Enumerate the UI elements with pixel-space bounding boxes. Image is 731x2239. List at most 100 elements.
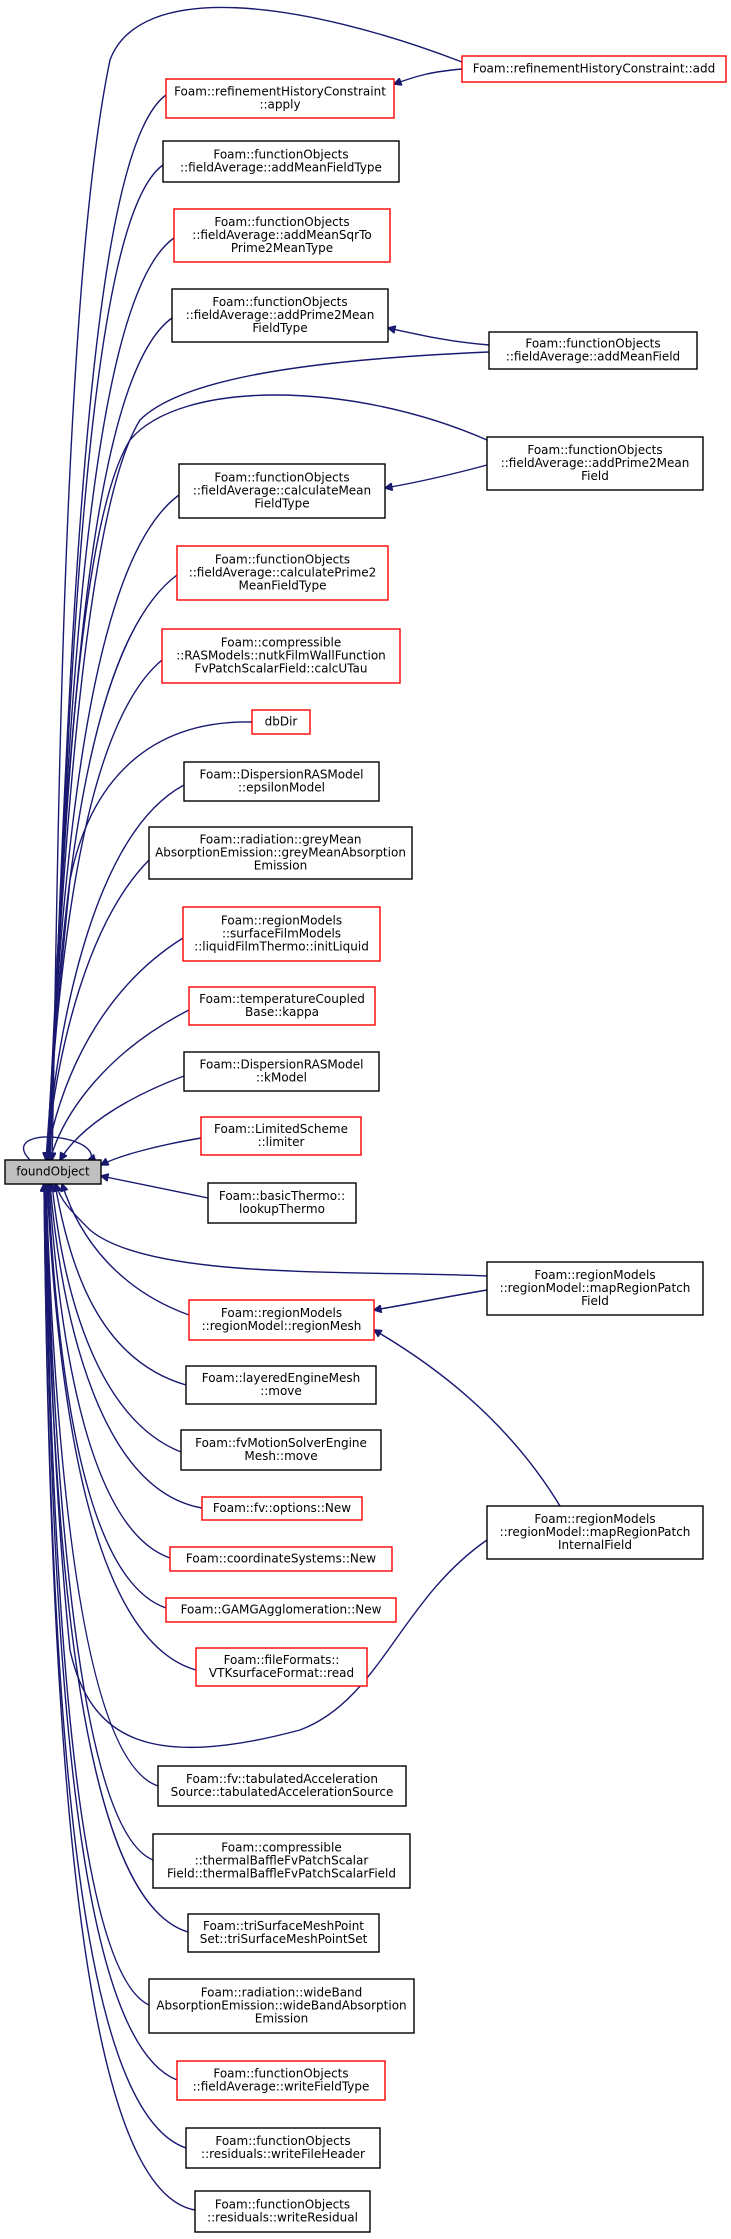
node-box xyxy=(165,1597,397,1623)
node-label-line: Foam::functionObjects xyxy=(215,553,350,567)
node-label-line: InternalField xyxy=(558,1538,632,1552)
node-label-line: ::fieldAverage::calculatePrime2 xyxy=(189,566,377,580)
edge-n_regionMesh xyxy=(62,1184,190,1316)
node-label-line: Foam::basicThermo:: xyxy=(219,1189,345,1203)
node-label-line: Foam::compressible xyxy=(221,636,341,650)
edge-n_addPrime2MeanField xyxy=(48,394,488,1160)
node-label-line: Foam::functionObjects xyxy=(214,215,349,229)
edge-mapRegionPatchInternal->regionMesh xyxy=(374,1330,561,1507)
node-box xyxy=(195,1647,368,1687)
node-label-line: Foam::fv::tabulatedAcceleration xyxy=(186,1772,378,1786)
node-box xyxy=(176,545,389,601)
node-label-line: foundObject xyxy=(16,1165,90,1179)
node-mapRegionPatchField[interactable]: Foam::regionModels::regionModel::mapRegi… xyxy=(486,1261,704,1316)
node-label-line: Foam::regionModels xyxy=(534,1512,655,1526)
node-box xyxy=(165,78,395,119)
node-addPrime2MeanFieldType[interactable]: Foam::functionObjects::fieldAverage::add… xyxy=(171,288,389,343)
node-label-line: Base::kappa xyxy=(245,1005,319,1019)
edge-n_calculateMean xyxy=(47,494,180,1160)
node-layeredMove[interactable]: Foam::layeredEngineMesh::move xyxy=(185,1365,377,1405)
node-calcUTau[interactable]: Foam::compressible::RASModels::nutkFilmW… xyxy=(161,628,401,684)
node-label-line: ::fieldAverage::addPrime2Mean xyxy=(501,456,690,470)
node-label-line: ::thermalBaffleFvPatchScalar xyxy=(195,1854,369,1868)
node-regionMesh[interactable]: Foam::regionModels::regionModel::regionM… xyxy=(188,1299,375,1341)
node-initLiquid[interactable]: Foam::regionModels::surfaceFilmModels::l… xyxy=(182,906,381,962)
node-label-line: Foam::fv::options::New xyxy=(213,1501,351,1515)
node-label-line: Foam::functionObjects xyxy=(215,2198,350,2212)
node-box xyxy=(200,1116,362,1156)
node-limiter[interactable]: Foam::LimitedScheme::limiter xyxy=(200,1116,362,1156)
node-calculateMean[interactable]: Foam::functionObjects::fieldAverage::cal… xyxy=(178,463,386,519)
node-mapRegionPatchInternal[interactable]: Foam::regionModels::regionModel::mapRegi… xyxy=(486,1505,704,1560)
node-addMeanField[interactable]: Foam::functionObjects::fieldAverage::add… xyxy=(488,331,698,370)
node-greyMean[interactable]: Foam::radiation::greyMeanAbsorptionEmiss… xyxy=(148,826,413,880)
node-label-line: FieldType xyxy=(254,497,309,511)
edge-n_tabulated xyxy=(46,1184,159,1787)
edge-n_kModel xyxy=(60,1075,185,1160)
node-triSurface[interactable]: Foam::triSurfaceMeshPointSet::triSurface… xyxy=(187,1913,380,1953)
node-label-line: lookupThermo xyxy=(239,1202,325,1216)
node-label-line: Foam::refinementHistoryConstraint xyxy=(174,85,386,99)
node-label-line: Foam::refinementHistoryConstraint::add xyxy=(473,62,716,76)
node-label-line: Emission xyxy=(255,2012,308,2026)
node-label-line: ::regionModel::regionMesh xyxy=(202,1319,362,1333)
node-writeFileHeader[interactable]: Foam::functionObjects::residuals::writeF… xyxy=(185,2127,381,2169)
node-box xyxy=(169,1546,393,1572)
node-writeFieldType[interactable]: Foam::functionObjects::fieldAverage::wri… xyxy=(176,2060,386,2101)
node-dbDir[interactable]: dbDir xyxy=(251,709,311,735)
node-label-line: FieldType xyxy=(252,321,307,335)
node-optionsNew[interactable]: Foam::fv::options::New xyxy=(201,1496,363,1521)
edge-n_coordNew xyxy=(49,1184,171,1559)
edge-n_greyMean xyxy=(46,859,150,1160)
node-box xyxy=(183,1051,380,1092)
node-tabulated[interactable]: Foam::fv::tabulatedAccelerationSource::t… xyxy=(157,1765,407,1807)
node-lookupThermo[interactable]: Foam::basicThermo::lookupThermo xyxy=(207,1182,357,1224)
edge-self xyxy=(22,1136,92,1160)
edge-n_limiter xyxy=(101,1137,202,1165)
edge-n_initLiquid xyxy=(46,937,184,1160)
node-box xyxy=(188,986,376,1026)
node-writeResidual[interactable]: Foam::functionObjects::residuals::writeR… xyxy=(194,2190,371,2233)
node-label-line: ::limiter xyxy=(258,1135,305,1149)
node-box xyxy=(4,1159,102,1185)
node-gamgNew[interactable]: Foam::GAMGAgglomeration::New xyxy=(165,1597,397,1623)
edge-n_layeredMove xyxy=(55,1184,187,1386)
node-label-line: Foam::layeredEngineMesh xyxy=(202,1371,361,1385)
node-coordNew[interactable]: Foam::coordinateSystems::New xyxy=(169,1546,393,1572)
node-label-line: Foam::regionModels xyxy=(221,914,342,928)
node-addPrime2MeanField[interactable]: Foam::functionObjects::fieldAverage::add… xyxy=(486,436,704,491)
node-box xyxy=(185,2127,381,2169)
node-epsilonModel[interactable]: Foam::DispersionRASModel::epsilonModel xyxy=(183,761,380,802)
edge-n_addMeanSqr xyxy=(49,237,175,1160)
node-kModel[interactable]: Foam::DispersionRASModel::kModel xyxy=(183,1051,380,1092)
node-calculatePrime2[interactable]: Foam::functionObjects::fieldAverage::cal… xyxy=(176,545,389,601)
node-label-line: ::surfaceFilmModels xyxy=(222,927,341,941)
node-thermalBaffle[interactable]: Foam::compressible::thermalBaffleFvPatch… xyxy=(152,1833,411,1889)
node-label-line: ::apply xyxy=(259,98,300,112)
node-label-line: Foam::coordinateSystems::New xyxy=(186,1552,376,1566)
node-add[interactable]: Foam::refinementHistoryConstraint::add xyxy=(461,55,727,83)
edge-addPrime2MeanField->calculateMean xyxy=(385,464,488,488)
node-wideBand[interactable]: Foam::radiation::wideBandAbsorptionEmiss… xyxy=(148,1978,415,2034)
node-box xyxy=(486,436,704,491)
node-addMeanSqr[interactable]: Foam::functionObjects::fieldAverage::add… xyxy=(173,208,391,263)
node-label-line: ::fieldAverage::addMeanFieldType xyxy=(180,161,382,175)
edge-n_optionsNew xyxy=(50,1184,203,1509)
node-vtkRead[interactable]: Foam::fileFormats::VTKsurfaceFormat::rea… xyxy=(195,1647,368,1687)
node-label-line: AbsorptionEmission::wideBandAbsorption xyxy=(156,1999,406,2013)
node-box xyxy=(176,2060,386,2101)
node-box xyxy=(201,1496,363,1521)
node-label-line: MeanFieldType xyxy=(239,579,327,593)
node-apply[interactable]: Foam::refinementHistoryConstraint::apply xyxy=(165,78,395,119)
node-addMeanFieldType[interactable]: Foam::functionObjects::fieldAverage::add… xyxy=(162,140,400,183)
edge-n_vtkRead xyxy=(47,1184,197,1671)
edge-n_writeResidual xyxy=(44,1184,196,2211)
edge-n_mapRegionPatchField xyxy=(56,1184,488,1277)
edge-n_addMeanField xyxy=(48,351,490,1160)
edges xyxy=(22,6,561,2211)
node-box xyxy=(488,331,698,370)
edge-mapRegionPatchField->regionMesh xyxy=(374,1289,488,1310)
